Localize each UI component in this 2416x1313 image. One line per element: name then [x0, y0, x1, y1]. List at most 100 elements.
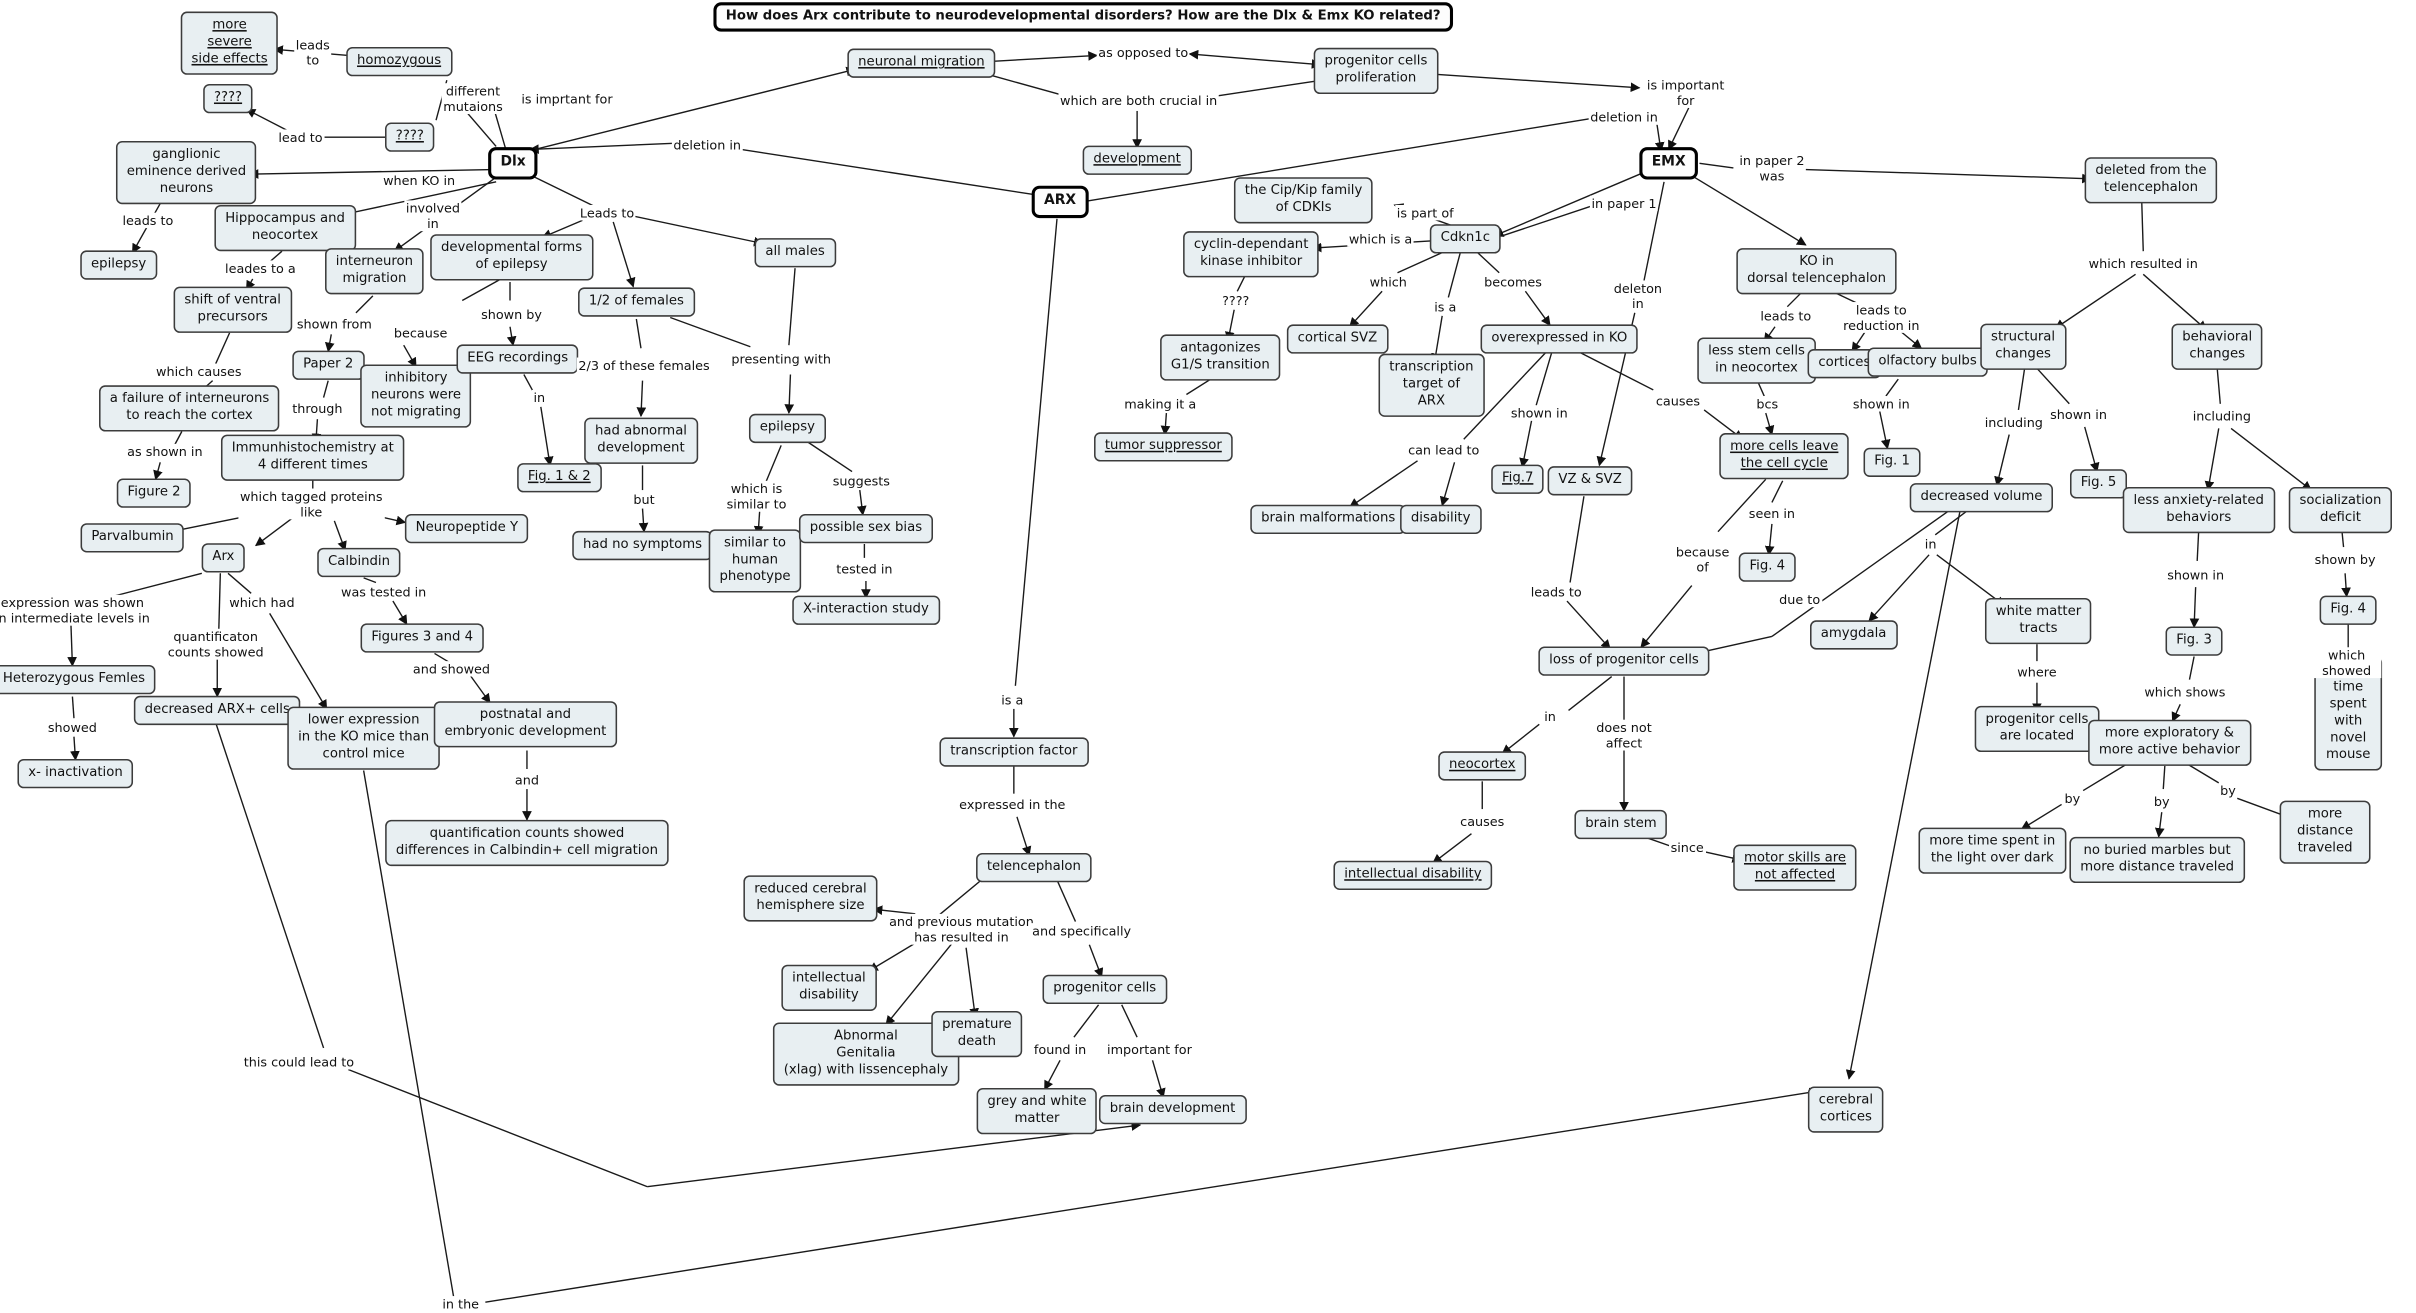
fig-5-node[interactable]: Fig. 5 [2069, 469, 2128, 499]
more-exploratory-node[interactable]: more exploratory & more active behavior [2088, 719, 2251, 766]
link-label: which causes [154, 363, 244, 380]
olfactory-bulbs-node[interactable]: olfactory bulbs [1867, 347, 1988, 377]
amygdala-node[interactable]: amygdala [1810, 620, 1898, 650]
postnatal-embryonic-node[interactable]: postnatal and embryonic development [433, 701, 618, 748]
decreased-volume-node[interactable]: decreased volume [1909, 483, 2054, 513]
link-label: shown in [2165, 567, 2226, 583]
less-stem-cells-node[interactable]: less stem cells in neocortex [1697, 337, 1816, 384]
brain-development-node[interactable]: brain development [1098, 1094, 1247, 1125]
parvalbumin-node[interactable]: Parvalbumin [80, 523, 185, 553]
reduced-hemisphere-node[interactable]: reduced cerebral hemisphere size [743, 875, 878, 922]
neuropeptide-y-node[interactable]: Neuropeptide Y [404, 513, 529, 544]
link-label: leads to [1529, 584, 1584, 600]
quantification-counts-node[interactable]: quantification counts showed differences… [385, 819, 669, 867]
fig-1-node[interactable]: Fig. 1 [1863, 447, 1921, 477]
fig-3-node[interactable]: Fig. 3 [2165, 626, 2223, 656]
no-symptoms-node[interactable]: had no symptoms [572, 530, 713, 561]
abnormal-genitalia-node[interactable]: Abnormal Genitalia (xlag) with lissencep… [772, 1022, 959, 1086]
cip-kip-family-node[interactable]: the Cip/Kip family of CDKIs [1233, 177, 1374, 224]
ko-dorsal-telencephalon-node[interactable]: KO in dorsal telencephalon [1736, 248, 1897, 295]
premature-death-node[interactable]: premature death [931, 1010, 1023, 1058]
paper-2-node[interactable]: Paper 2 [292, 350, 365, 380]
fig-4-mid-node[interactable]: Fig. 4 [1738, 552, 1796, 582]
white-matter-tracts-node[interactable]: white matter tracts [1984, 597, 2092, 645]
more-cells-leave-cycle-node[interactable]: more cells leave the cell cycle [1719, 433, 1850, 480]
link-label: ???? [1220, 292, 1251, 309]
transcription-target-node[interactable]: transcription target of ARX [1378, 353, 1485, 417]
overexpressed-ko-node[interactable]: overexpressed in KO [1480, 324, 1639, 354]
cortical-svz-node[interactable]: cortical SVZ [1286, 324, 1388, 354]
antagonizes-g1s-node[interactable]: antagonizes G1/S transition [1160, 334, 1281, 381]
behavioral-changes-node[interactable]: behavioral changes [2171, 323, 2263, 370]
x-interaction-study-node[interactable]: X-interaction study [792, 595, 940, 625]
transcription-factor-node[interactable]: transcription factor [939, 737, 1089, 767]
fig-4-right-node[interactable]: Fig. 4 [2319, 595, 2377, 625]
brain-stem-node[interactable]: brain stem [1574, 809, 1668, 840]
figures-3-4-node[interactable]: Figures 3 and 4 [360, 623, 484, 653]
intellectual-disability-left-node[interactable]: intellectual disability [781, 964, 877, 1011]
link-label: is important for [1645, 77, 1726, 108]
shift-ventral-precursors-node[interactable]: shift of ventral precursors [173, 286, 292, 333]
ganglionic-eminence-node[interactable]: ganglionic eminence derived neurons [115, 141, 257, 205]
no-buried-marbles-node[interactable]: no buried marbles but more distance trav… [2069, 836, 2245, 884]
unknown-node-1[interactable]: ???? [203, 83, 253, 114]
immunohistochemistry-node[interactable]: Immunhistochemistry at 4 different times [220, 434, 405, 481]
less-anxiety-node[interactable]: less anxiety-related behaviors [2122, 486, 2275, 534]
heterozygous-females-node[interactable]: Heterozygous Femles [0, 664, 156, 695]
failure-interneurons-node[interactable]: a failure of interneurons to reach the c… [99, 385, 281, 432]
homozygous-node[interactable]: homozygous [346, 47, 452, 77]
grey-white-matter-node[interactable]: grey and white matter [976, 1088, 1098, 1135]
cerebral-cortices-node[interactable]: cerebral cortices [1807, 1086, 1884, 1133]
link-label: shown in [1851, 396, 1912, 412]
neocortex-node[interactable]: neocortex [1438, 751, 1527, 781]
tumor-suppressor-node[interactable]: tumor suppressor [1094, 432, 1233, 462]
hippocampus-neocortex-node[interactable]: Hippocampus and neocortex [214, 204, 356, 252]
progenitor-proliferation-node[interactable]: progenitor cells proliferation [1313, 47, 1439, 95]
cyclin-kinase-inhibitor-node[interactable]: cyclin-dependant kinase inhibitor [1183, 231, 1320, 278]
lower-expression-node[interactable]: lower expression in the KO mice than con… [287, 706, 440, 770]
fig-7-node[interactable]: Fig.7 [1491, 464, 1545, 494]
deleted-telencephalon-node[interactable]: deleted from the telencephalon [2084, 157, 2218, 204]
developmental-epilepsy-node[interactable]: developmental forms of epilepsy [430, 234, 593, 281]
brain-malformations-node[interactable]: brain malformations [1250, 504, 1407, 534]
telencephalon-node[interactable]: telencephalon [976, 852, 1092, 883]
interneuron-migration-node[interactable]: interneuron migration [325, 248, 424, 295]
motor-skills-node[interactable]: motor skills are not affected [1733, 844, 1857, 891]
figure-2-node[interactable]: Figure 2 [116, 478, 192, 508]
half-females-node[interactable]: 1/2 of females [578, 287, 695, 317]
emx-node[interactable]: EMX [1639, 147, 1698, 180]
epilepsy-left-node[interactable]: epilepsy [80, 250, 158, 280]
unknown-node-2[interactable]: ???? [385, 122, 435, 152]
neuronal-migration-node[interactable]: neuronal migration [847, 48, 996, 78]
more-distance-node[interactable]: more distance traveled [2279, 800, 2371, 864]
inhibitory-neurons-node[interactable]: inhibitory neurons were not migrating [360, 364, 472, 428]
calbindin-node[interactable]: Calbindin [317, 547, 401, 578]
more-time-light-node[interactable]: more time spent in the light over dark [1918, 827, 2067, 874]
link-label: which resulted in [2087, 255, 2200, 272]
arx-node[interactable]: ARX [1031, 185, 1089, 219]
arx-protein-node[interactable]: Arx [201, 543, 246, 573]
disability-node[interactable]: disability [1400, 504, 1482, 534]
dlx-node[interactable]: Dlx [488, 147, 539, 180]
epilepsy-mid-node[interactable]: epilepsy [748, 413, 826, 444]
possible-sex-bias-node[interactable]: possible sex bias [798, 513, 933, 544]
abnormal-development-node[interactable]: had abnormal development [584, 417, 698, 464]
development-node[interactable]: development [1082, 145, 1192, 175]
loss-progenitor-cells-node[interactable]: loss of progenitor cells [1538, 646, 1710, 676]
intellectual-disability-right-node[interactable]: intellectual disability [1333, 860, 1493, 890]
decreased-arx-cells-node[interactable]: decreased ARX+ cells [133, 695, 301, 726]
fig-1-2-node[interactable]: Fig. 1 & 2 [517, 463, 602, 493]
structural-changes-node[interactable]: structural changes [1980, 323, 2066, 370]
x-inactivation-node[interactable]: x- inactivation [17, 758, 134, 789]
more-severe-side-effects-node[interactable]: more severe side effects [180, 11, 279, 75]
socialization-deficit-node[interactable]: socialization deficit [2288, 486, 2393, 534]
vz-svz-node[interactable]: VZ & SVZ [1547, 466, 1633, 496]
eeg-recordings-node[interactable]: EEG recordings [456, 344, 579, 374]
link-label: expression was shown in intermediate lev… [0, 594, 152, 626]
cdkn1c-node[interactable]: Cdkn1c [1429, 224, 1501, 254]
progenitor-located-node[interactable]: progenitor cells are located [1974, 705, 2100, 753]
all-males-node[interactable]: all males [754, 238, 836, 268]
similar-human-phenotype-node[interactable]: similar to human phenotype [708, 529, 802, 593]
progenitor-cells-node[interactable]: progenitor cells [1042, 974, 1167, 1005]
